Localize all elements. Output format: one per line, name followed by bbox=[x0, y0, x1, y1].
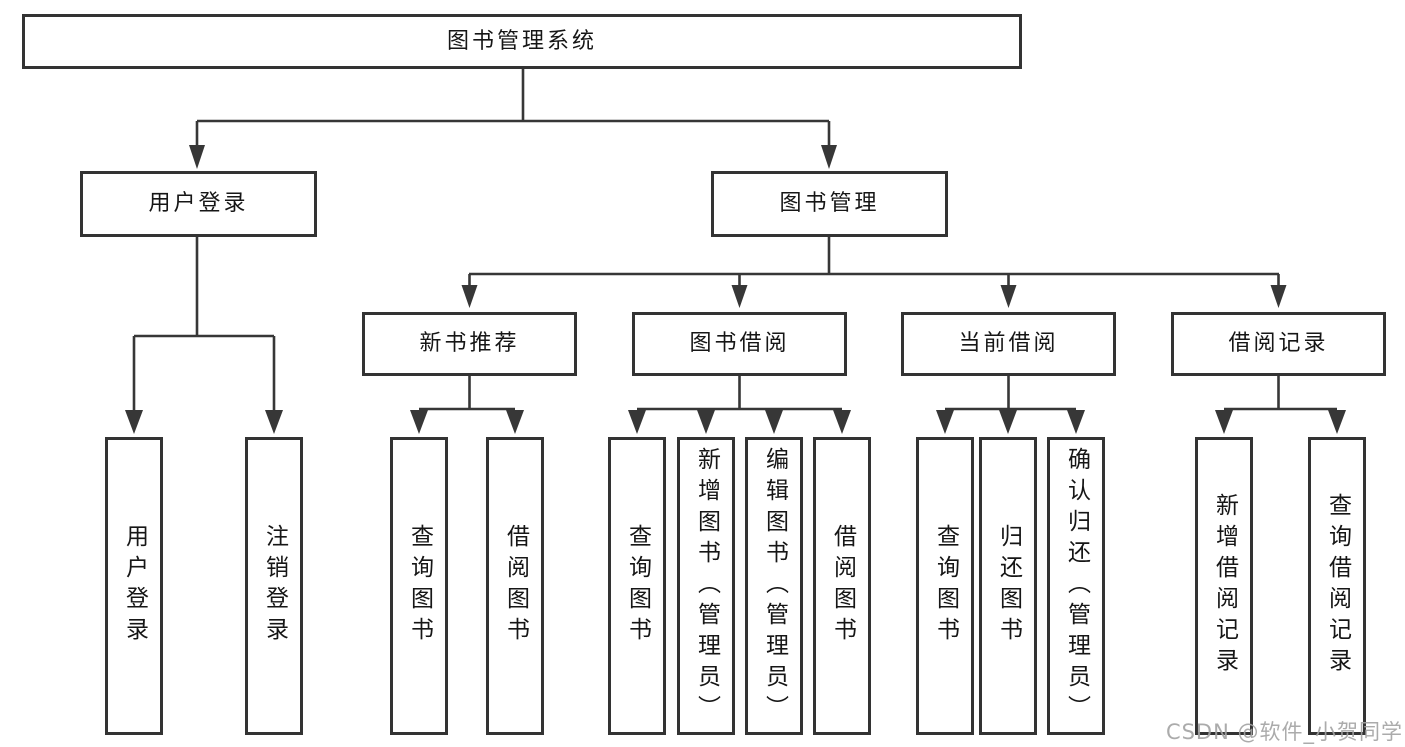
node-book-management: 图书管理 bbox=[711, 171, 948, 237]
leaf-borrow-borrow-book-label: 借阅图书 bbox=[829, 524, 856, 648]
leaf-newbook-query-book-label: 查询图书 bbox=[406, 524, 433, 648]
leaf-borrow-borrow-book: 借阅图书 bbox=[813, 437, 871, 735]
leaf-current-query-book: 查询图书 bbox=[916, 437, 974, 735]
node-borrow-record-label: 借阅记录 bbox=[1228, 331, 1329, 356]
node-root-system: 图书管理系统 bbox=[22, 14, 1022, 69]
leaf-logout: 注销登录 bbox=[245, 437, 303, 735]
leaf-current-confirm-return-admin-label: 确认归还（管理员） bbox=[1063, 446, 1090, 726]
leaf-borrow-add-book-admin-label: 新增图书（管理员） bbox=[693, 446, 720, 726]
node-book-borrow: 图书借阅 bbox=[632, 312, 847, 376]
arrowheads bbox=[125, 145, 1346, 434]
leaf-current-return-book: 归还图书 bbox=[979, 437, 1037, 735]
leaf-newbook-borrow-book-label: 借阅图书 bbox=[502, 524, 529, 648]
leaf-borrow-query-book-label: 查询图书 bbox=[624, 524, 651, 648]
leaf-borrow-add-book-admin: 新增图书（管理员） bbox=[677, 437, 735, 735]
leaf-current-confirm-return-admin: 确认归还（管理员） bbox=[1047, 437, 1105, 735]
node-user-login: 用户登录 bbox=[80, 171, 317, 237]
leaf-user-login-label: 用户登录 bbox=[121, 524, 148, 648]
csdn-watermark: CSDN @软件_小贺同学 bbox=[1165, 720, 1403, 744]
leaf-record-query-record: 查询借阅记录 bbox=[1308, 437, 1366, 735]
node-current-borrow: 当前借阅 bbox=[901, 312, 1116, 376]
leaf-record-add-record: 新增借阅记录 bbox=[1195, 437, 1253, 735]
node-book-borrow-label: 图书借阅 bbox=[689, 331, 790, 356]
node-user-login-label: 用户登录 bbox=[148, 191, 249, 216]
leaf-borrow-edit-book-admin-label: 编辑图书（管理员） bbox=[761, 446, 788, 726]
leaf-borrow-query-book: 查询图书 bbox=[608, 437, 666, 735]
node-borrow-record: 借阅记录 bbox=[1171, 312, 1386, 376]
leaf-borrow-edit-book-admin: 编辑图书（管理员） bbox=[745, 437, 803, 735]
leaf-record-query-record-label: 查询借阅记录 bbox=[1324, 493, 1351, 679]
leaf-user-login: 用户登录 bbox=[105, 437, 163, 735]
leaf-logout-label: 注销登录 bbox=[261, 524, 288, 648]
node-current-borrow-label: 当前借阅 bbox=[958, 331, 1059, 356]
leaf-record-add-record-label: 新增借阅记录 bbox=[1211, 493, 1238, 679]
leaf-newbook-borrow-book: 借阅图书 bbox=[486, 437, 544, 735]
node-root-label: 图书管理系统 bbox=[446, 28, 597, 54]
leaf-current-return-book-label: 归还图书 bbox=[995, 524, 1022, 648]
leaf-newbook-query-book: 查询图书 bbox=[390, 437, 448, 735]
leaf-current-query-book-label: 查询图书 bbox=[932, 524, 959, 648]
node-new-book-recommend-label: 新书推荐 bbox=[419, 331, 520, 356]
node-book-management-label: 图书管理 bbox=[779, 191, 880, 216]
node-new-book-recommend: 新书推荐 bbox=[362, 312, 577, 376]
